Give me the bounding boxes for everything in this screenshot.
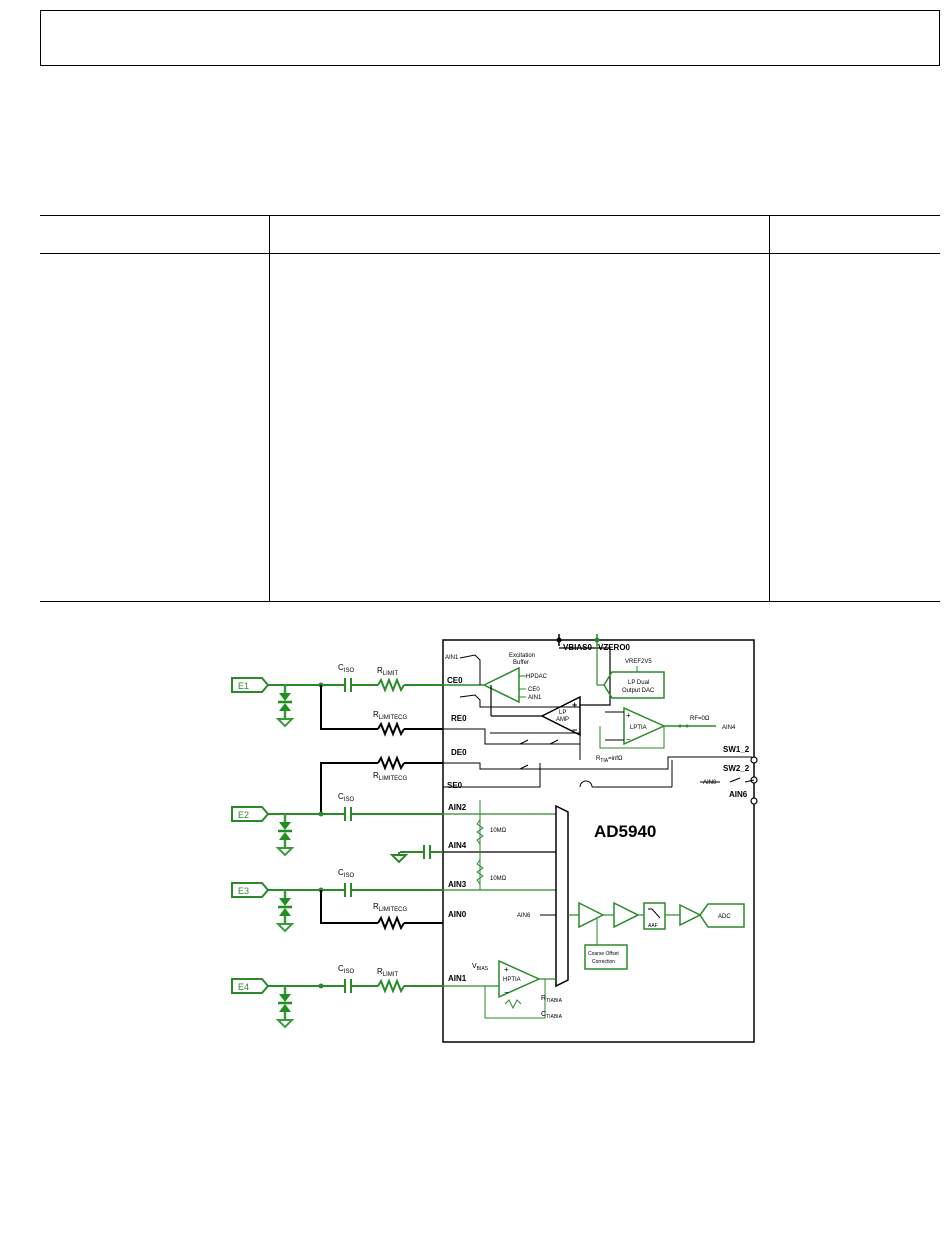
- ain-rails: 10MΩ 10MΩ: [443, 800, 556, 891]
- svg-text:RTIA=infΩ: RTIA=infΩ: [596, 756, 623, 764]
- pin-se0: SE0: [447, 781, 463, 790]
- pin-ain2: AIN2: [448, 803, 467, 812]
- table-bottom-rule: [40, 601, 940, 602]
- pin-ain1: AIN1: [448, 974, 467, 983]
- svg-text:−: −: [504, 988, 509, 997]
- svg-text:Correction: Correction: [592, 959, 615, 965]
- rlimit-label-1: RLIMIT: [377, 666, 398, 677]
- mux: [555, 804, 569, 988]
- svg-text:CE0: CE0: [528, 687, 540, 693]
- table-top-rule: [40, 215, 940, 216]
- svg-text:AAF: AAF: [648, 923, 658, 929]
- svg-text:Excitation: Excitation: [509, 653, 535, 659]
- table-header-rule: [40, 253, 940, 254]
- ciso-label-3: CISO: [338, 868, 354, 879]
- excitation-buffer: Excitation Buffer HPDAC CE0 AIN1 AIN1: [443, 653, 580, 708]
- svg-text:ADC: ADC: [718, 914, 731, 920]
- svg-text:−: −: [572, 725, 577, 735]
- svg-text:LPTIA: LPTIA: [630, 725, 647, 731]
- svg-text:HPTIA: HPTIA: [503, 977, 521, 983]
- svg-text:VREF2V5: VREF2V5: [625, 659, 652, 665]
- rlimitecg-label-3: RLIMITECG: [373, 902, 407, 913]
- electrode-e1: E1 CISO RLIMIT RLIMITECG: [231, 663, 443, 737]
- table-frame: [40, 215, 940, 602]
- chip-outline: [442, 639, 755, 1043]
- table-column-divider-1: [269, 215, 270, 602]
- svg-text:Output DAC: Output DAC: [622, 688, 655, 694]
- e1-label: E1: [238, 681, 249, 691]
- svg-text:AIN1: AIN1: [528, 695, 542, 701]
- e2-label: E2: [238, 810, 249, 820]
- e3-label: E3: [238, 886, 249, 896]
- chip-pin-labels: CE0 RE0 DE0 SE0 AIN2 AIN4 AIN3 AIN0 AIN1…: [447, 643, 750, 983]
- svg-text:10MΩ: 10MΩ: [490, 876, 507, 882]
- pin-ain4: AIN4: [448, 841, 467, 850]
- svg-text:AIN6: AIN6: [517, 913, 531, 919]
- svg-text:LP: LP: [559, 710, 566, 716]
- svg-text:CTIABIA: CTIABIA: [541, 1011, 563, 1020]
- lp-dac: VREF2V5 LP Dual Output DAC: [596, 646, 665, 699]
- rlimitecg-label-2: RLIMITECG: [373, 771, 407, 782]
- svg-text:Buffer: Buffer: [513, 660, 529, 666]
- svg-text:RTIABIA: RTIABIA: [541, 995, 563, 1004]
- pin-ain3: AIN3: [448, 880, 467, 889]
- switch-network: RTIA=infΩ AIN0: [443, 728, 755, 788]
- pin-ain6: AIN6: [729, 790, 748, 799]
- svg-text:AIN4: AIN4: [722, 725, 736, 731]
- svg-text:HPDAC: HPDAC: [526, 674, 548, 680]
- hptia: HPTIA + − VBIAS RTIABIA CTIABIA: [443, 959, 563, 1020]
- svg-text:VBIAS: VBIAS: [472, 963, 489, 972]
- rlimitecg-label-1: RLIMITECG: [373, 710, 407, 721]
- svg-text:+: +: [626, 711, 631, 720]
- pin-vzero0: VZERO0: [598, 643, 631, 652]
- pin-sw2-2: SW2_2: [723, 764, 750, 773]
- ecg-link-se0: RLIMITECG: [320, 755, 443, 814]
- svg-text:10MΩ: 10MΩ: [490, 828, 507, 834]
- ciso-label-2: CISO: [338, 792, 354, 803]
- rlimit-label-4: RLIMIT: [377, 967, 398, 978]
- pin-re0: RE0: [451, 714, 467, 723]
- lptia: LPTIA + − RF=0Ω AIN4: [599, 706, 736, 749]
- svg-text:LP Dual: LP Dual: [628, 680, 649, 686]
- svg-text:RF=0Ω: RF=0Ω: [690, 716, 710, 722]
- svg-text:−: −: [626, 735, 631, 744]
- ain4-ground-cap: [389, 845, 443, 864]
- e4-label: E4: [238, 982, 249, 992]
- svg-text:Coarse Offset: Coarse Offset: [588, 951, 619, 957]
- electrode-e2: E2 CISO: [231, 792, 443, 857]
- svg-text:AIN0: AIN0: [703, 780, 717, 786]
- pin-ce0: CE0: [447, 676, 463, 685]
- header-box: [40, 10, 940, 66]
- svg-text:+: +: [504, 965, 509, 974]
- lp-amp: LP AMP + −: [490, 647, 611, 737]
- svg-text:AMP: AMP: [556, 717, 569, 723]
- table-column-divider-2: [769, 215, 770, 602]
- chip-name: AD5940: [594, 822, 656, 841]
- pin-sw1-2: SW1_2: [723, 745, 750, 754]
- electrode-e3: E3 CISO RLIMITECG: [231, 868, 443, 933]
- electrode-e4: E4 CISO RLIMIT: [231, 964, 443, 1029]
- pin-ain0: AIN0: [448, 910, 467, 919]
- ciso-label-1: CISO: [338, 663, 354, 674]
- ciso-label-4: CISO: [338, 964, 354, 975]
- svg-text:+: +: [572, 700, 577, 710]
- signal-chain: AAF ADC Coarse Offset Correction: [568, 901, 745, 970]
- pin-de0: DE0: [451, 748, 467, 757]
- svg-text:AIN1: AIN1: [445, 655, 459, 661]
